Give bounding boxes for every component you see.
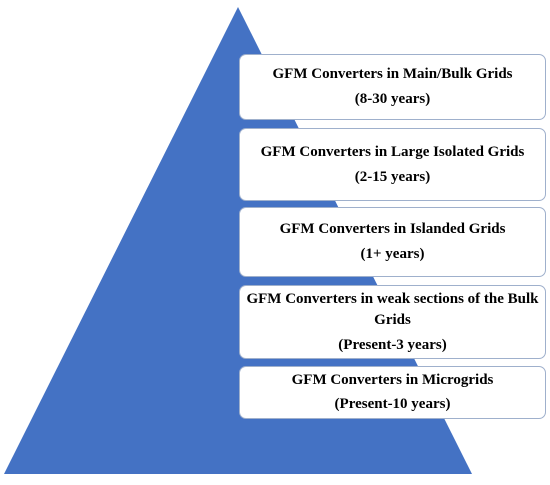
tier-title: GFM Converters in Main/Bulk Grids xyxy=(272,66,513,82)
tier-period: (1+ years) xyxy=(360,246,425,262)
tier-period: (2-15 years) xyxy=(354,168,431,185)
tier-title: GFM Converters in Microgrids xyxy=(291,372,494,388)
tier-box-microgrids: GFM Converters in Microgrids (Present-10… xyxy=(239,366,546,419)
tier-period: (Present-3 years) xyxy=(338,336,447,353)
tier-title: GFM Converters in Islanded Grids xyxy=(279,221,506,237)
tier-box-main-bulk-grids: GFM Converters in Main/Bulk Grids (8-30 … xyxy=(239,54,546,120)
tier-period: (Present-10 years) xyxy=(334,396,451,412)
tier-box-large-isolated-grids: GFM Converters in Large Isolated Grids (… xyxy=(239,128,546,201)
tier-period: (8-30 years) xyxy=(354,91,431,107)
tier-title: GFM Converters in Large Isolated Grids xyxy=(260,143,525,160)
tier-box-islanded-grids: GFM Converters in Islanded Grids (1+ yea… xyxy=(239,207,546,277)
tier-box-weak-bulk-grid-sections: GFM Converters in weak sections of the B… xyxy=(239,285,546,359)
tier-title: GFM Converters in weak sections of the B… xyxy=(246,290,539,328)
